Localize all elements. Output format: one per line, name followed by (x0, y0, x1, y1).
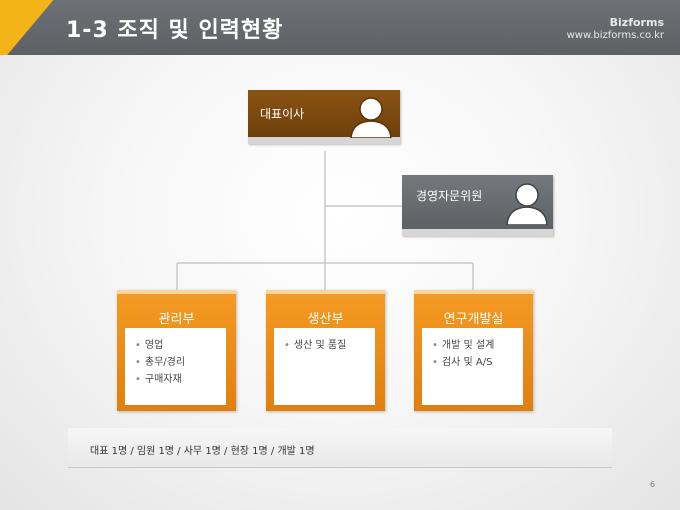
department-name: 연구개발실 (443, 312, 504, 327)
staff-summary-text: 대표 1명 / 임원 1명 / 사무 1명 / 현장 1명 / 개발 1명 (90, 446, 315, 457)
advisor-label: 경영자문위원 (416, 189, 483, 203)
list-item: 생산 및 품질 (284, 337, 375, 354)
staff-summary-bar: 대표 1명 / 임원 1명 / 사무 1명 / 현장 1명 / 개발 1명 (68, 428, 612, 468)
list-item: 구매자재 (135, 371, 226, 388)
page-number: 6 (650, 480, 656, 489)
department-box-admin: 관리부 영업 총무/경리 구매자재 (117, 290, 236, 411)
ceo-label: 대표이사 (260, 107, 305, 121)
list-item: 영업 (135, 337, 226, 354)
list-item: 개발 및 설계 (432, 337, 523, 354)
department-panel: 개발 및 설계 검사 및 A/S (422, 328, 523, 405)
department-name: 관리부 (158, 312, 195, 327)
department-duties-list: 영업 총무/경리 구매자재 (125, 328, 226, 388)
brand-name: Bizforms (609, 16, 664, 29)
department-duties-list: 개발 및 설계 검사 및 A/S (422, 328, 523, 371)
slide-title: 1-3 조직 및 인력현황 (66, 18, 284, 43)
slide-header: 1-3 조직 및 인력현황 Bizforms www.bizforms.co.k… (0, 0, 680, 55)
department-box-rnd: 연구개발실 개발 및 설계 검사 및 A/S (414, 290, 533, 411)
ceo-box: 대표이사 (248, 90, 400, 144)
person-icon (350, 97, 392, 138)
department-duties-list: 생산 및 품질 (274, 328, 375, 354)
department-name: 생산부 (307, 312, 344, 327)
department-panel: 영업 총무/경리 구매자재 (125, 328, 226, 405)
person-icon (506, 183, 548, 225)
list-item: 검사 및 A/S (432, 354, 523, 371)
list-item: 총무/경리 (135, 354, 226, 371)
department-box-production: 생산부 생산 및 품질 (266, 290, 385, 411)
advisor-box: 경영자문위원 (402, 175, 553, 236)
brand-block: Bizforms www.bizforms.co.kr (567, 16, 664, 42)
department-panel: 생산 및 품질 (274, 328, 375, 405)
brand-url: www.bizforms.co.kr (566, 30, 664, 41)
